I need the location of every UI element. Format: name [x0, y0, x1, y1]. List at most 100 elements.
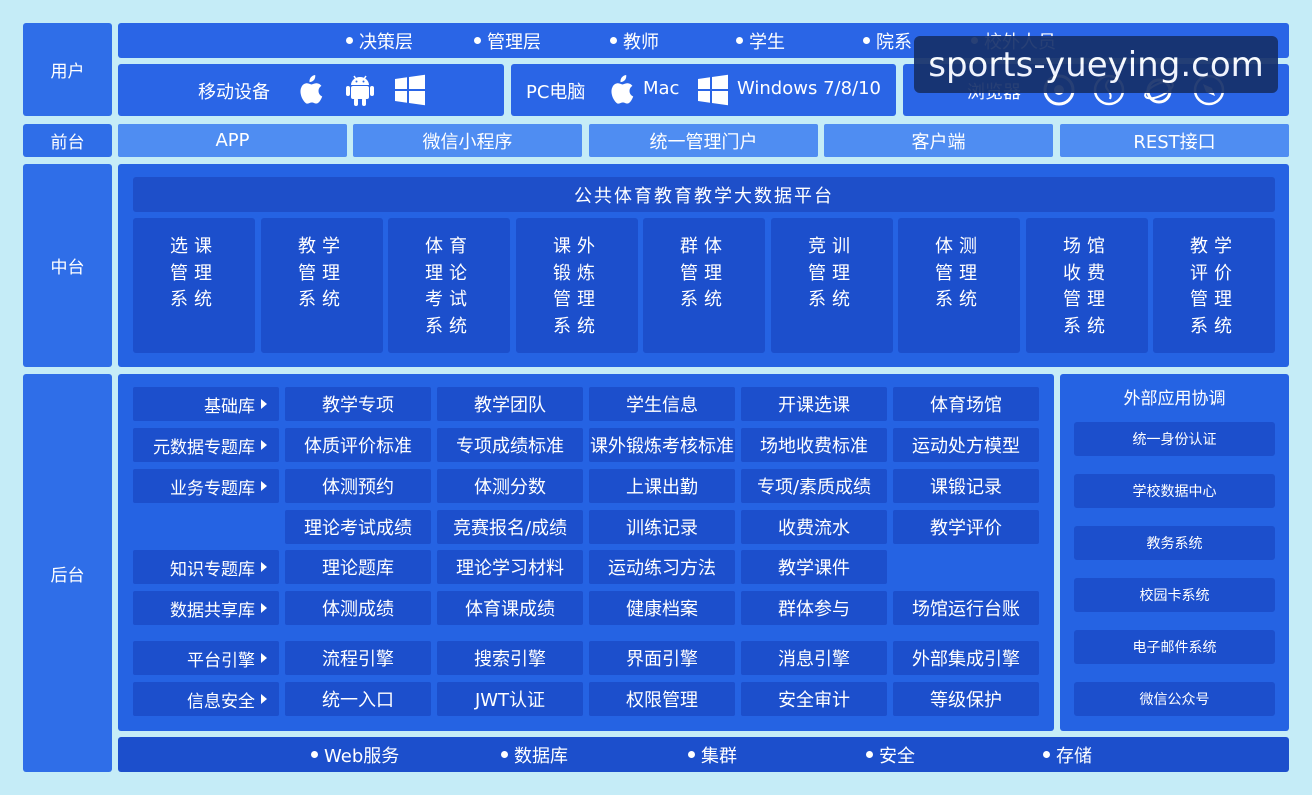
grid-cell: 健康档案: [589, 591, 735, 625]
front-wechat-mini: 微信小程序: [353, 124, 582, 157]
grid-cell: 运动练习方法: [589, 550, 735, 584]
role-item: 管理层: [474, 23, 541, 58]
caret-right-icon: [261, 481, 267, 491]
system-card: 课外锻炼管理系统: [516, 218, 638, 353]
system-name-line: 锻炼: [553, 262, 601, 284]
system-name-line: 系统: [425, 315, 473, 337]
row-label: 基础库: [133, 387, 279, 421]
grid-cell: 竞赛报名/成绩: [437, 510, 583, 544]
grid-cell: 安全审计: [741, 682, 887, 716]
row-label-text: 信息安全: [187, 691, 255, 712]
external-item: 微信公众号: [1074, 682, 1275, 716]
infra-item: 集群: [688, 737, 737, 772]
grid-cell: 体质评价标准: [285, 428, 431, 462]
mobile-devices-panel: 移动设备: [118, 64, 504, 116]
external-title: 外部应用协调: [1123, 388, 1226, 409]
front-portal: 统一管理门户: [589, 124, 818, 157]
external-item: 学校数据中心: [1074, 474, 1275, 508]
grid-cell: 课外锻炼考核标准: [589, 428, 735, 462]
grid-cell: 专项成绩标准: [437, 428, 583, 462]
grid-cell: 专项/素质成绩: [741, 469, 887, 503]
system-name-line: 选课: [170, 236, 218, 257]
system-card: 选课管理系统: [133, 218, 255, 353]
front-rest: REST接口: [1060, 124, 1289, 157]
system-card: 教学评价管理系统: [1153, 218, 1275, 353]
grid-cell: 教学评价: [893, 510, 1039, 544]
grid-cell: 界面引擎: [589, 641, 735, 675]
grid-cell: 收费流水: [741, 510, 887, 544]
grid-cell: 体测成绩: [285, 591, 431, 625]
grid-cell: 上课出勤: [589, 469, 735, 503]
grid-cell: 体育场馆: [893, 387, 1039, 421]
grid-cell: 消息引擎: [741, 641, 887, 675]
caret-right-icon: [261, 653, 267, 663]
system-name-line: 系统: [1063, 315, 1111, 337]
pc-label: PC电脑: [526, 82, 586, 103]
row-label-text: 业务专题库: [170, 478, 255, 499]
system-name-line: 理论: [425, 262, 473, 284]
system-name-line: 评价: [1190, 262, 1238, 284]
section-middle: 中台: [23, 164, 112, 367]
row-label: 知识专题库: [133, 550, 279, 584]
android-icon: [346, 75, 374, 106]
grid-cell: 搜索引擎: [437, 641, 583, 675]
system-name-line: 系统: [808, 289, 856, 310]
grid-cell: 外部集成引擎: [893, 641, 1039, 675]
system-card: 群体管理系统: [643, 218, 765, 353]
row-label-text: 数据共享库: [170, 600, 255, 621]
system-name-line: 收费: [1063, 262, 1111, 284]
external-item: 统一身份认证: [1074, 422, 1275, 456]
row-label-text: 知识专题库: [170, 559, 255, 580]
caret-right-icon: [261, 399, 267, 409]
grid-cell: 等级保护: [893, 682, 1039, 716]
system-name-line: 管理: [1190, 289, 1238, 310]
section-front: 前台: [23, 124, 112, 157]
caret-right-icon: [261, 694, 267, 704]
grid-cell: 教学团队: [437, 387, 583, 421]
system-name-line: 体测: [935, 236, 983, 257]
role-item: 教师: [610, 23, 659, 58]
grid-cell: 运动处方模型: [893, 428, 1039, 462]
system-name-line: 考试: [425, 289, 473, 310]
section-back: 后台: [23, 374, 112, 772]
row-label: 业务专题库: [133, 469, 279, 503]
infrastructure-bar: Web服务 数据库 集群 安全 存储: [118, 737, 1289, 772]
grid-cell: 理论考试成绩: [285, 510, 431, 544]
grid-cell: 体育课成绩: [437, 591, 583, 625]
system-name-line: 系统: [1190, 315, 1238, 337]
external-item: 教务系统: [1074, 526, 1275, 560]
role-item: 院系: [863, 23, 912, 58]
infra-item: Web服务: [311, 737, 399, 772]
grid-cell: 流程引擎: [285, 641, 431, 675]
grid-cell: 开课选课: [741, 387, 887, 421]
pc-devices-panel: PC电脑 Mac Windows 7/8/10: [511, 64, 896, 116]
caret-right-icon: [261, 603, 267, 613]
caret-right-icon: [261, 562, 267, 572]
system-name-line: 场馆: [1063, 236, 1111, 257]
external-item: 电子邮件系统: [1074, 630, 1275, 664]
system-card: 体育理论考试系统: [388, 218, 510, 353]
grid-cell: 教学专项: [285, 387, 431, 421]
grid-cell: 体测预约: [285, 469, 431, 503]
system-name-line: 群体: [680, 236, 728, 257]
system-name-line: 教学: [1190, 236, 1238, 257]
grid-cell: 理论题库: [285, 550, 431, 584]
grid-cell: 课锻记录: [893, 469, 1039, 503]
system-name-line: 系统: [553, 315, 601, 337]
grid-cell: 统一入口: [285, 682, 431, 716]
grid-cell: 教学课件: [741, 550, 887, 584]
front-client: 客户端: [824, 124, 1053, 157]
row-label: 元数据专题库: [133, 428, 279, 462]
caret-right-icon: [261, 440, 267, 450]
grid-cell: 学生信息: [589, 387, 735, 421]
system-name-line: 管理: [553, 289, 601, 310]
system-name-line: 管理: [680, 262, 728, 284]
mobile-label: 移动设备: [198, 82, 270, 103]
grid-cell: JWT认证: [437, 682, 583, 716]
role-item: 决策层: [346, 23, 413, 58]
role-item: 学生: [736, 23, 785, 58]
system-card: 竞训管理系统: [771, 218, 893, 353]
mac-label: Mac: [643, 78, 680, 99]
infra-item: 安全: [866, 737, 915, 772]
system-name-line: 系统: [170, 289, 218, 310]
